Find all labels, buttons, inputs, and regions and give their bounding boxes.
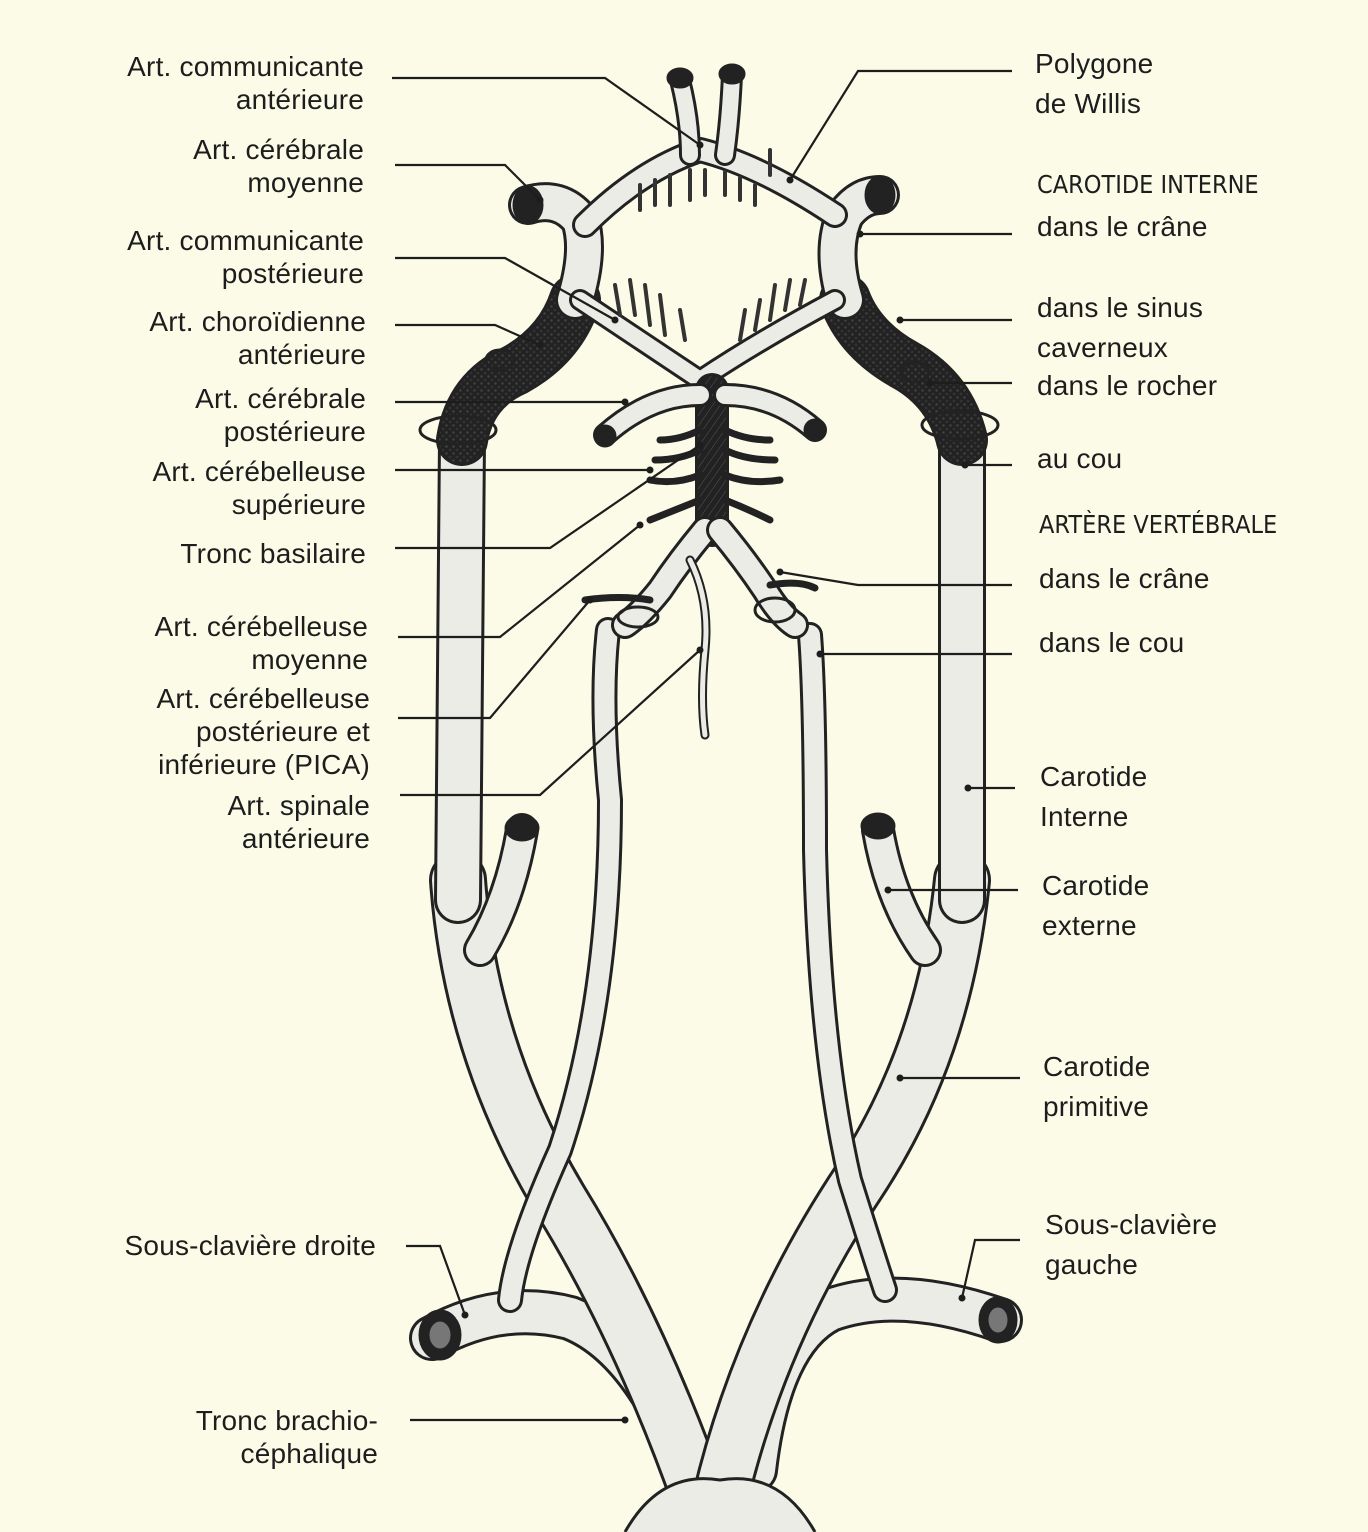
label-sous-claviere-gauche: Sous-clavière gauche bbox=[1045, 1205, 1217, 1285]
label-ci-dans-le-crane: dans le crâne bbox=[1037, 210, 1208, 243]
label-art-cerebelleuse-superieure: Art. cérébelleuse supérieure bbox=[152, 455, 366, 521]
label-carotide-interne: Carotide Interne bbox=[1040, 757, 1147, 837]
label-art-choroidienne-anterieure: Art. choroïdienne antérieure bbox=[149, 305, 366, 371]
label-ci-dans-le-rocher: dans le rocher bbox=[1037, 369, 1217, 402]
label-art-cerebelleuse-pica: Art. cérébelleuse postérieure et inférie… bbox=[156, 682, 370, 781]
label-art-cerebrale-posterieure: Art. cérébrale postérieure bbox=[195, 382, 366, 448]
aortic-arch bbox=[625, 1479, 815, 1532]
label-av-dans-le-crane: dans le crâne bbox=[1039, 562, 1210, 595]
label-tronc-brachio-cephalique: Tronc brachio- céphalique bbox=[196, 1404, 378, 1470]
heading-carotide-interne: CAROTIDE INTERNE bbox=[1037, 168, 1259, 201]
circle-of-willis bbox=[580, 150, 835, 380]
label-art-cerebrale-moyenne: Art. cérébrale moyenne bbox=[193, 133, 364, 199]
label-polygone-de-willis: Polygone de Willis bbox=[1035, 44, 1153, 124]
label-av-dans-le-cou: dans le cou bbox=[1039, 626, 1184, 659]
label-carotide-primitive: Carotide primitive bbox=[1043, 1047, 1150, 1127]
label-art-communicante-anterieure: Art. communicante antérieure bbox=[127, 50, 364, 116]
label-art-cerebelleuse-moyenne: Art. cérébelleuse moyenne bbox=[154, 610, 368, 676]
label-ci-dans-le-sinus-caverneux: dans le sinus caverneux bbox=[1037, 288, 1203, 368]
label-carotide-externe: Carotide externe bbox=[1042, 866, 1149, 946]
vessel-tubes bbox=[432, 75, 1000, 1500]
label-art-spinale-anterieure: Art. spinale antérieure bbox=[228, 789, 370, 855]
label-tronc-basilaire: Tronc basilaire bbox=[180, 537, 366, 570]
right-common-carotid bbox=[458, 880, 700, 1500]
heading-artere-vertebrale: ARTÈRE VERTÉBRALE bbox=[1039, 508, 1277, 541]
leader-lines bbox=[392, 71, 1020, 1420]
label-sous-claviere-droite: Sous-clavière droite bbox=[125, 1229, 376, 1262]
right-internal-carotid-neck bbox=[458, 440, 462, 900]
label-ci-au-cou: au cou bbox=[1037, 442, 1122, 475]
label-art-communicante-posterieure: Art. communicante postérieure bbox=[127, 224, 364, 290]
